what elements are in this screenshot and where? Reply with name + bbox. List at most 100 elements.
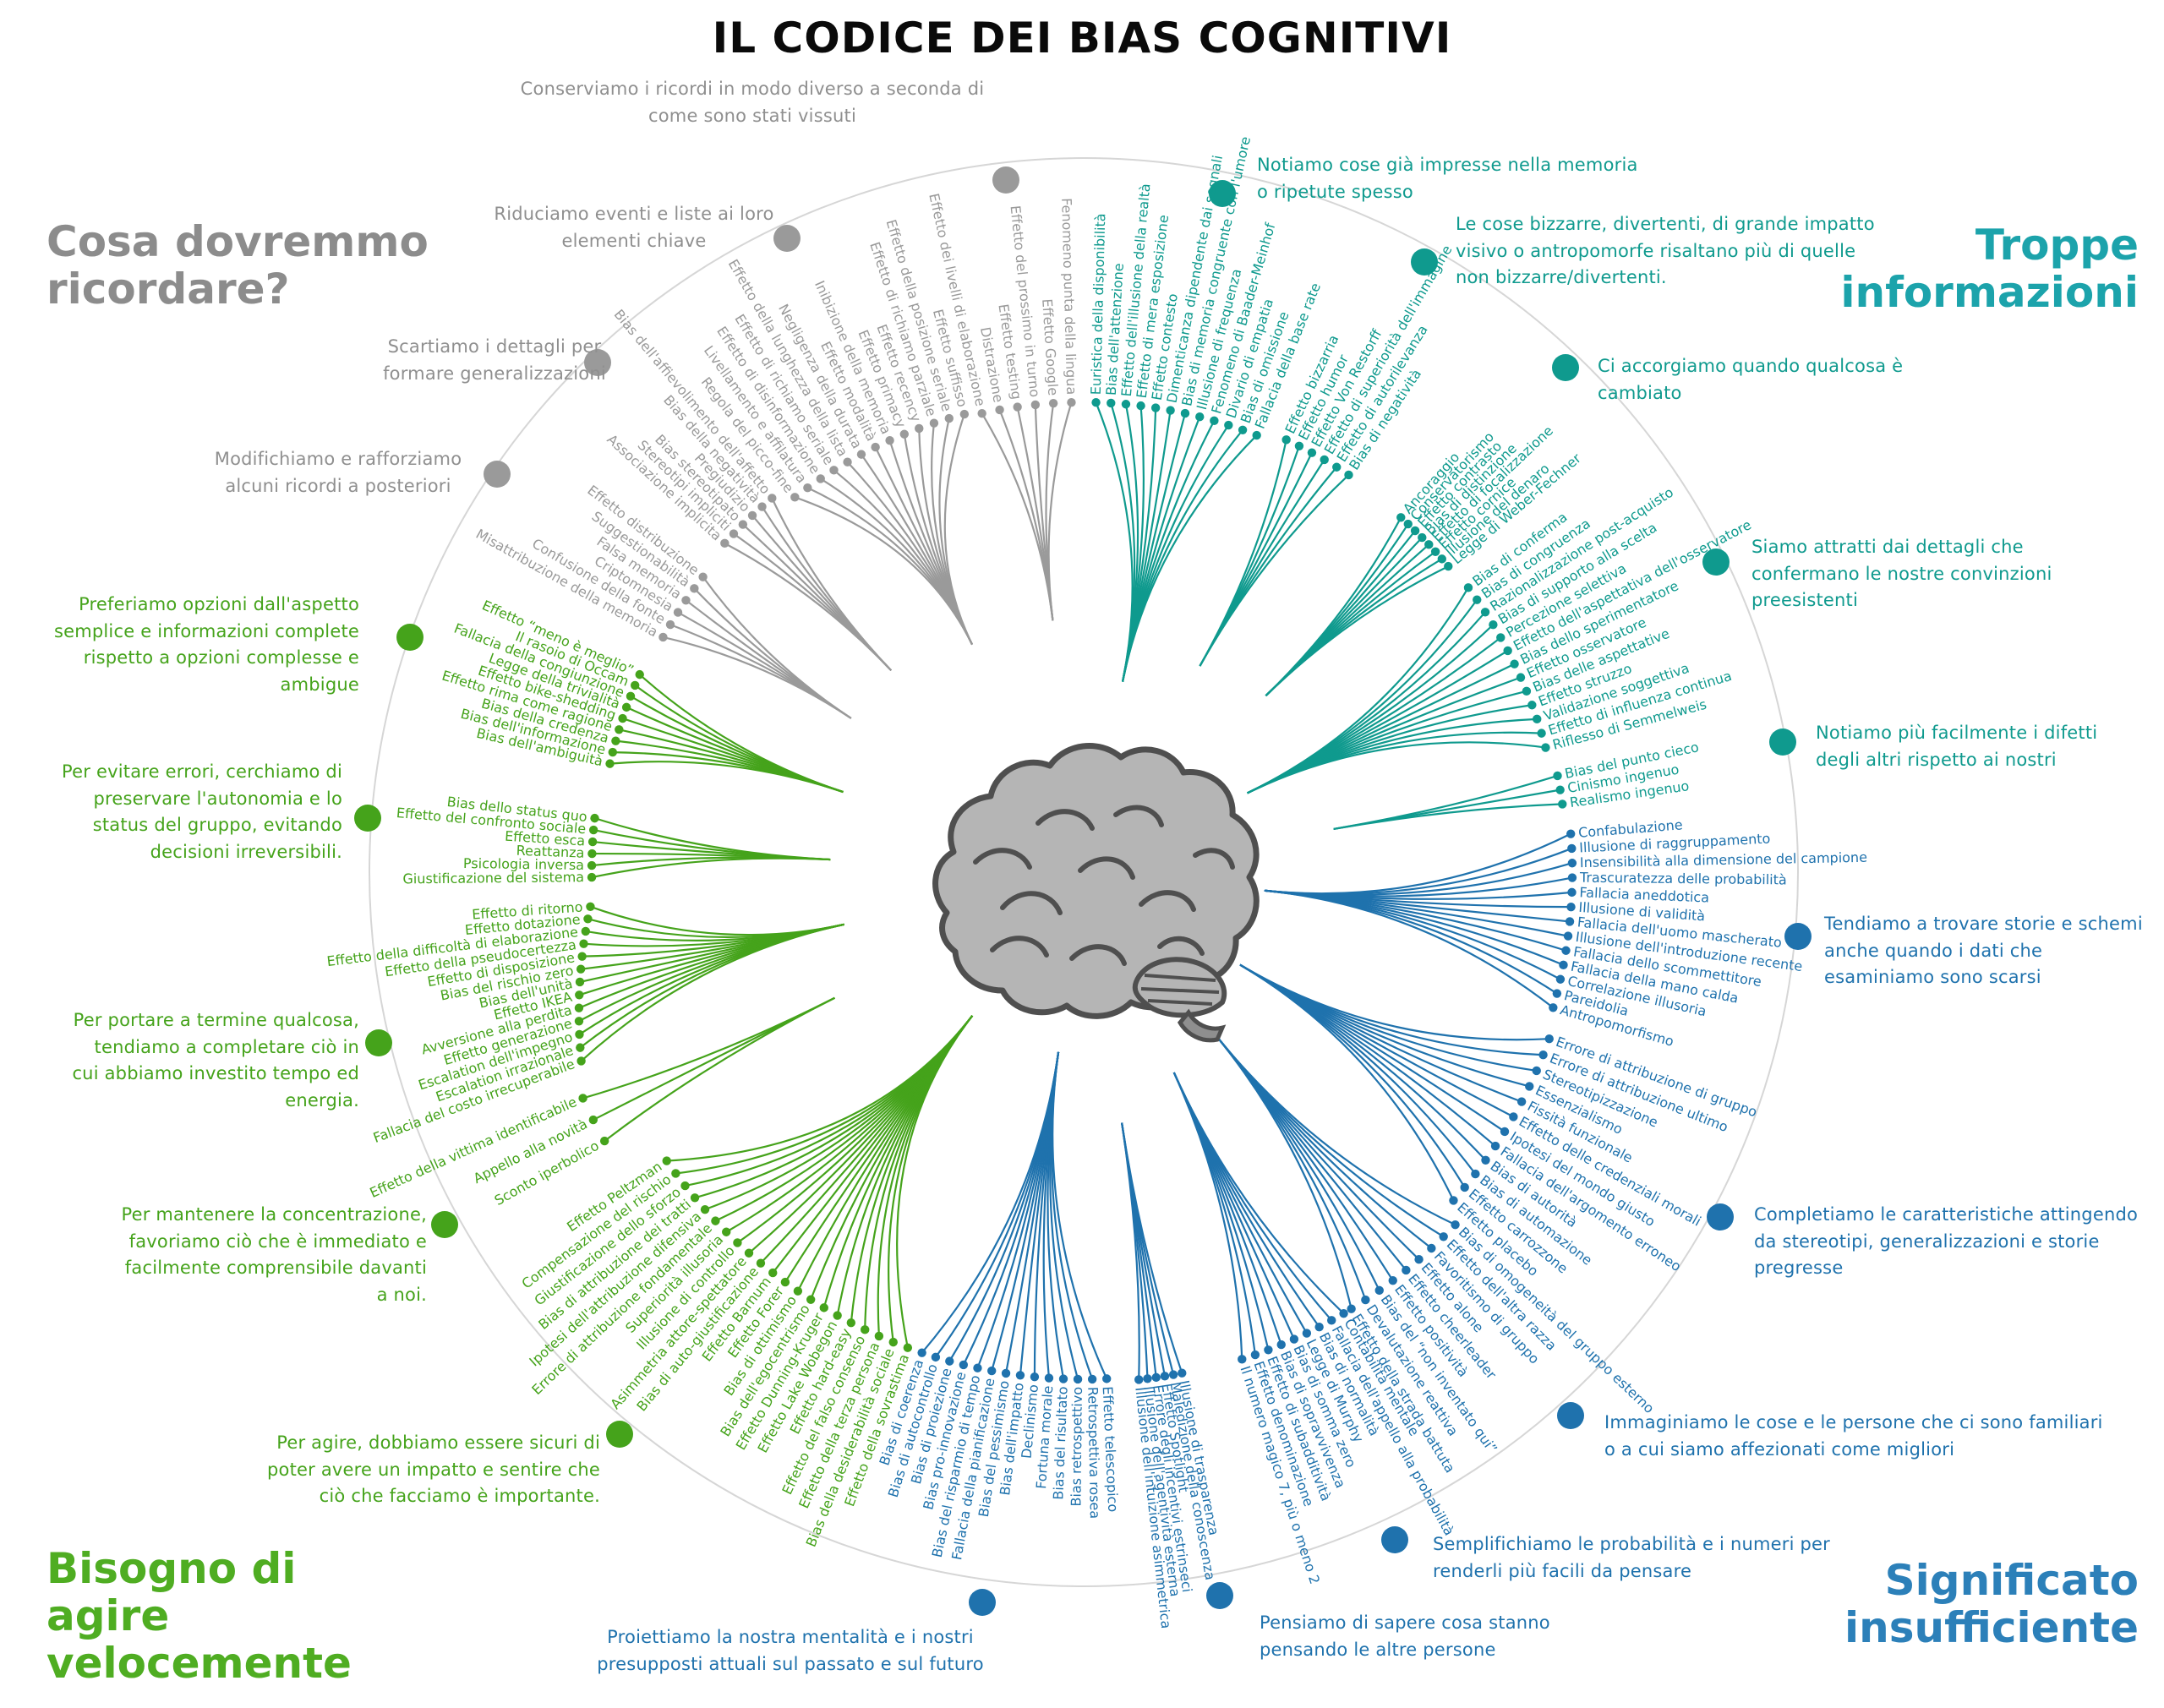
bias-dot — [1307, 448, 1317, 457]
bias-curve — [1239, 963, 1477, 1175]
bias-dot — [1347, 1304, 1356, 1313]
bias-dot — [1567, 859, 1577, 868]
note-dot-fill-characteristics — [1707, 1203, 1734, 1231]
bias-curve — [1264, 862, 1573, 896]
bias-dot — [1178, 1368, 1187, 1378]
note-edit-memories: Modifichiamo e rafforziamo alcuni ricord… — [214, 449, 462, 496]
bias-dot — [1549, 1003, 1558, 1012]
bias-dot — [1527, 701, 1537, 710]
bias-dot — [756, 1258, 766, 1268]
bias-dot — [1481, 1155, 1490, 1165]
note-dot-key-elements — [773, 225, 801, 252]
bias-dot — [1516, 673, 1526, 682]
bias-dot — [1553, 771, 1562, 781]
bias-dot — [915, 423, 924, 434]
bias-dot — [574, 1003, 584, 1012]
bias-dot — [931, 1352, 941, 1362]
bias-dot — [1361, 1295, 1370, 1305]
bias-dot — [586, 902, 595, 912]
bias-dot — [588, 825, 598, 835]
bias-dot — [1480, 608, 1490, 617]
note-simple-options: Preferiamo opzioni dall'aspetto semplice… — [53, 594, 359, 695]
note-others-flaws: Notiamo più facilmente i difetti degli a… — [1816, 723, 2098, 770]
note-dot-confirm-beliefs — [1702, 548, 1730, 576]
bias-curve — [877, 1015, 974, 1337]
bias-dot — [1410, 526, 1420, 536]
bias-dot — [1180, 408, 1190, 418]
bias-dot — [1567, 843, 1577, 854]
bias-curve — [1095, 401, 1134, 682]
bias-curve — [1333, 803, 1563, 831]
bias-dot — [1374, 1285, 1384, 1296]
bias-curve — [751, 515, 893, 671]
bias-dot — [1030, 1372, 1040, 1382]
bias-dot — [1302, 1329, 1312, 1338]
brain-outline — [932, 743, 1260, 1019]
bias-curve — [1121, 434, 1258, 682]
bias-dot — [1516, 1097, 1527, 1106]
bias-dot — [885, 435, 894, 445]
bias-curve — [1247, 587, 1469, 794]
bias-dot — [587, 872, 597, 882]
bias-dot — [917, 1348, 926, 1357]
bias-dot — [829, 466, 839, 475]
bias-curve — [1265, 558, 1443, 697]
bias-dot — [1566, 829, 1576, 838]
bias-dot — [1439, 1232, 1448, 1241]
bias-dot — [588, 1115, 598, 1125]
brain-illustration — [932, 743, 1260, 1043]
quadrant-heading-act-fast: Bisogno di agire velocemente — [46, 1544, 352, 1688]
bias-curve — [976, 1051, 1060, 1369]
bias-curve — [1172, 1072, 1333, 1322]
quadrant-heading-memory: Cosa dovremmo ricordare? — [46, 217, 429, 314]
note-dot-find-stories — [1784, 923, 1812, 950]
bias-dot — [833, 1311, 842, 1320]
bias-dot — [680, 1181, 690, 1191]
note-avoid-errors: Per evitare errori, cerchiamo di preserv… — [62, 761, 342, 862]
bias-dot — [1533, 714, 1542, 724]
bias-curve — [1121, 1122, 1175, 1375]
bias-dot — [1238, 1355, 1247, 1364]
bias-dot — [1537, 728, 1546, 738]
bias-curve — [1199, 445, 1300, 667]
bias-dot — [1444, 561, 1453, 571]
bias-dot — [1451, 1220, 1460, 1230]
note-finish-things: Per portare a termine qualcosa, tendiamo… — [72, 1010, 359, 1110]
bias-dot — [1538, 1050, 1548, 1060]
bias-dot — [575, 977, 585, 987]
bias-dot — [1566, 902, 1576, 912]
bias-dot — [747, 510, 757, 521]
bias-dot — [631, 680, 640, 690]
bias-curve — [1239, 963, 1466, 1188]
bias-curve — [1121, 407, 1157, 682]
bias-curve — [733, 532, 893, 671]
bias-dot — [577, 1056, 586, 1066]
bias-dot — [744, 1248, 754, 1258]
bias-curve — [1264, 832, 1571, 895]
bias-dot — [1427, 1243, 1436, 1253]
bias-curve — [634, 685, 844, 794]
note-dot-edit-memories — [484, 461, 511, 488]
bias-dot — [738, 520, 748, 529]
bias-dot — [899, 429, 910, 439]
bias-dot — [1102, 1374, 1112, 1383]
bias-dot — [1489, 620, 1498, 630]
brain-stem — [1177, 1008, 1227, 1043]
note-generalities: Scartiamo i dettagli per formare general… — [383, 336, 606, 384]
bias-dot — [1320, 455, 1329, 465]
bias-dot — [608, 747, 617, 757]
bias-dot — [1541, 743, 1550, 752]
bias-curve — [1239, 963, 1522, 1103]
bias-dot — [1403, 519, 1413, 529]
bias-curve — [1239, 963, 1455, 1201]
bias-dot — [1168, 1370, 1178, 1379]
bias-dot — [587, 860, 597, 870]
bias-curve — [1216, 1035, 1352, 1309]
bias-dot — [1463, 583, 1473, 592]
bias-dot — [1471, 1169, 1480, 1179]
bias-dot — [819, 1303, 828, 1312]
note-stay-focused: Per mantenere la concentrazione, favoria… — [121, 1204, 427, 1305]
bias-dot — [1388, 1275, 1397, 1285]
bias-dot — [658, 632, 668, 642]
